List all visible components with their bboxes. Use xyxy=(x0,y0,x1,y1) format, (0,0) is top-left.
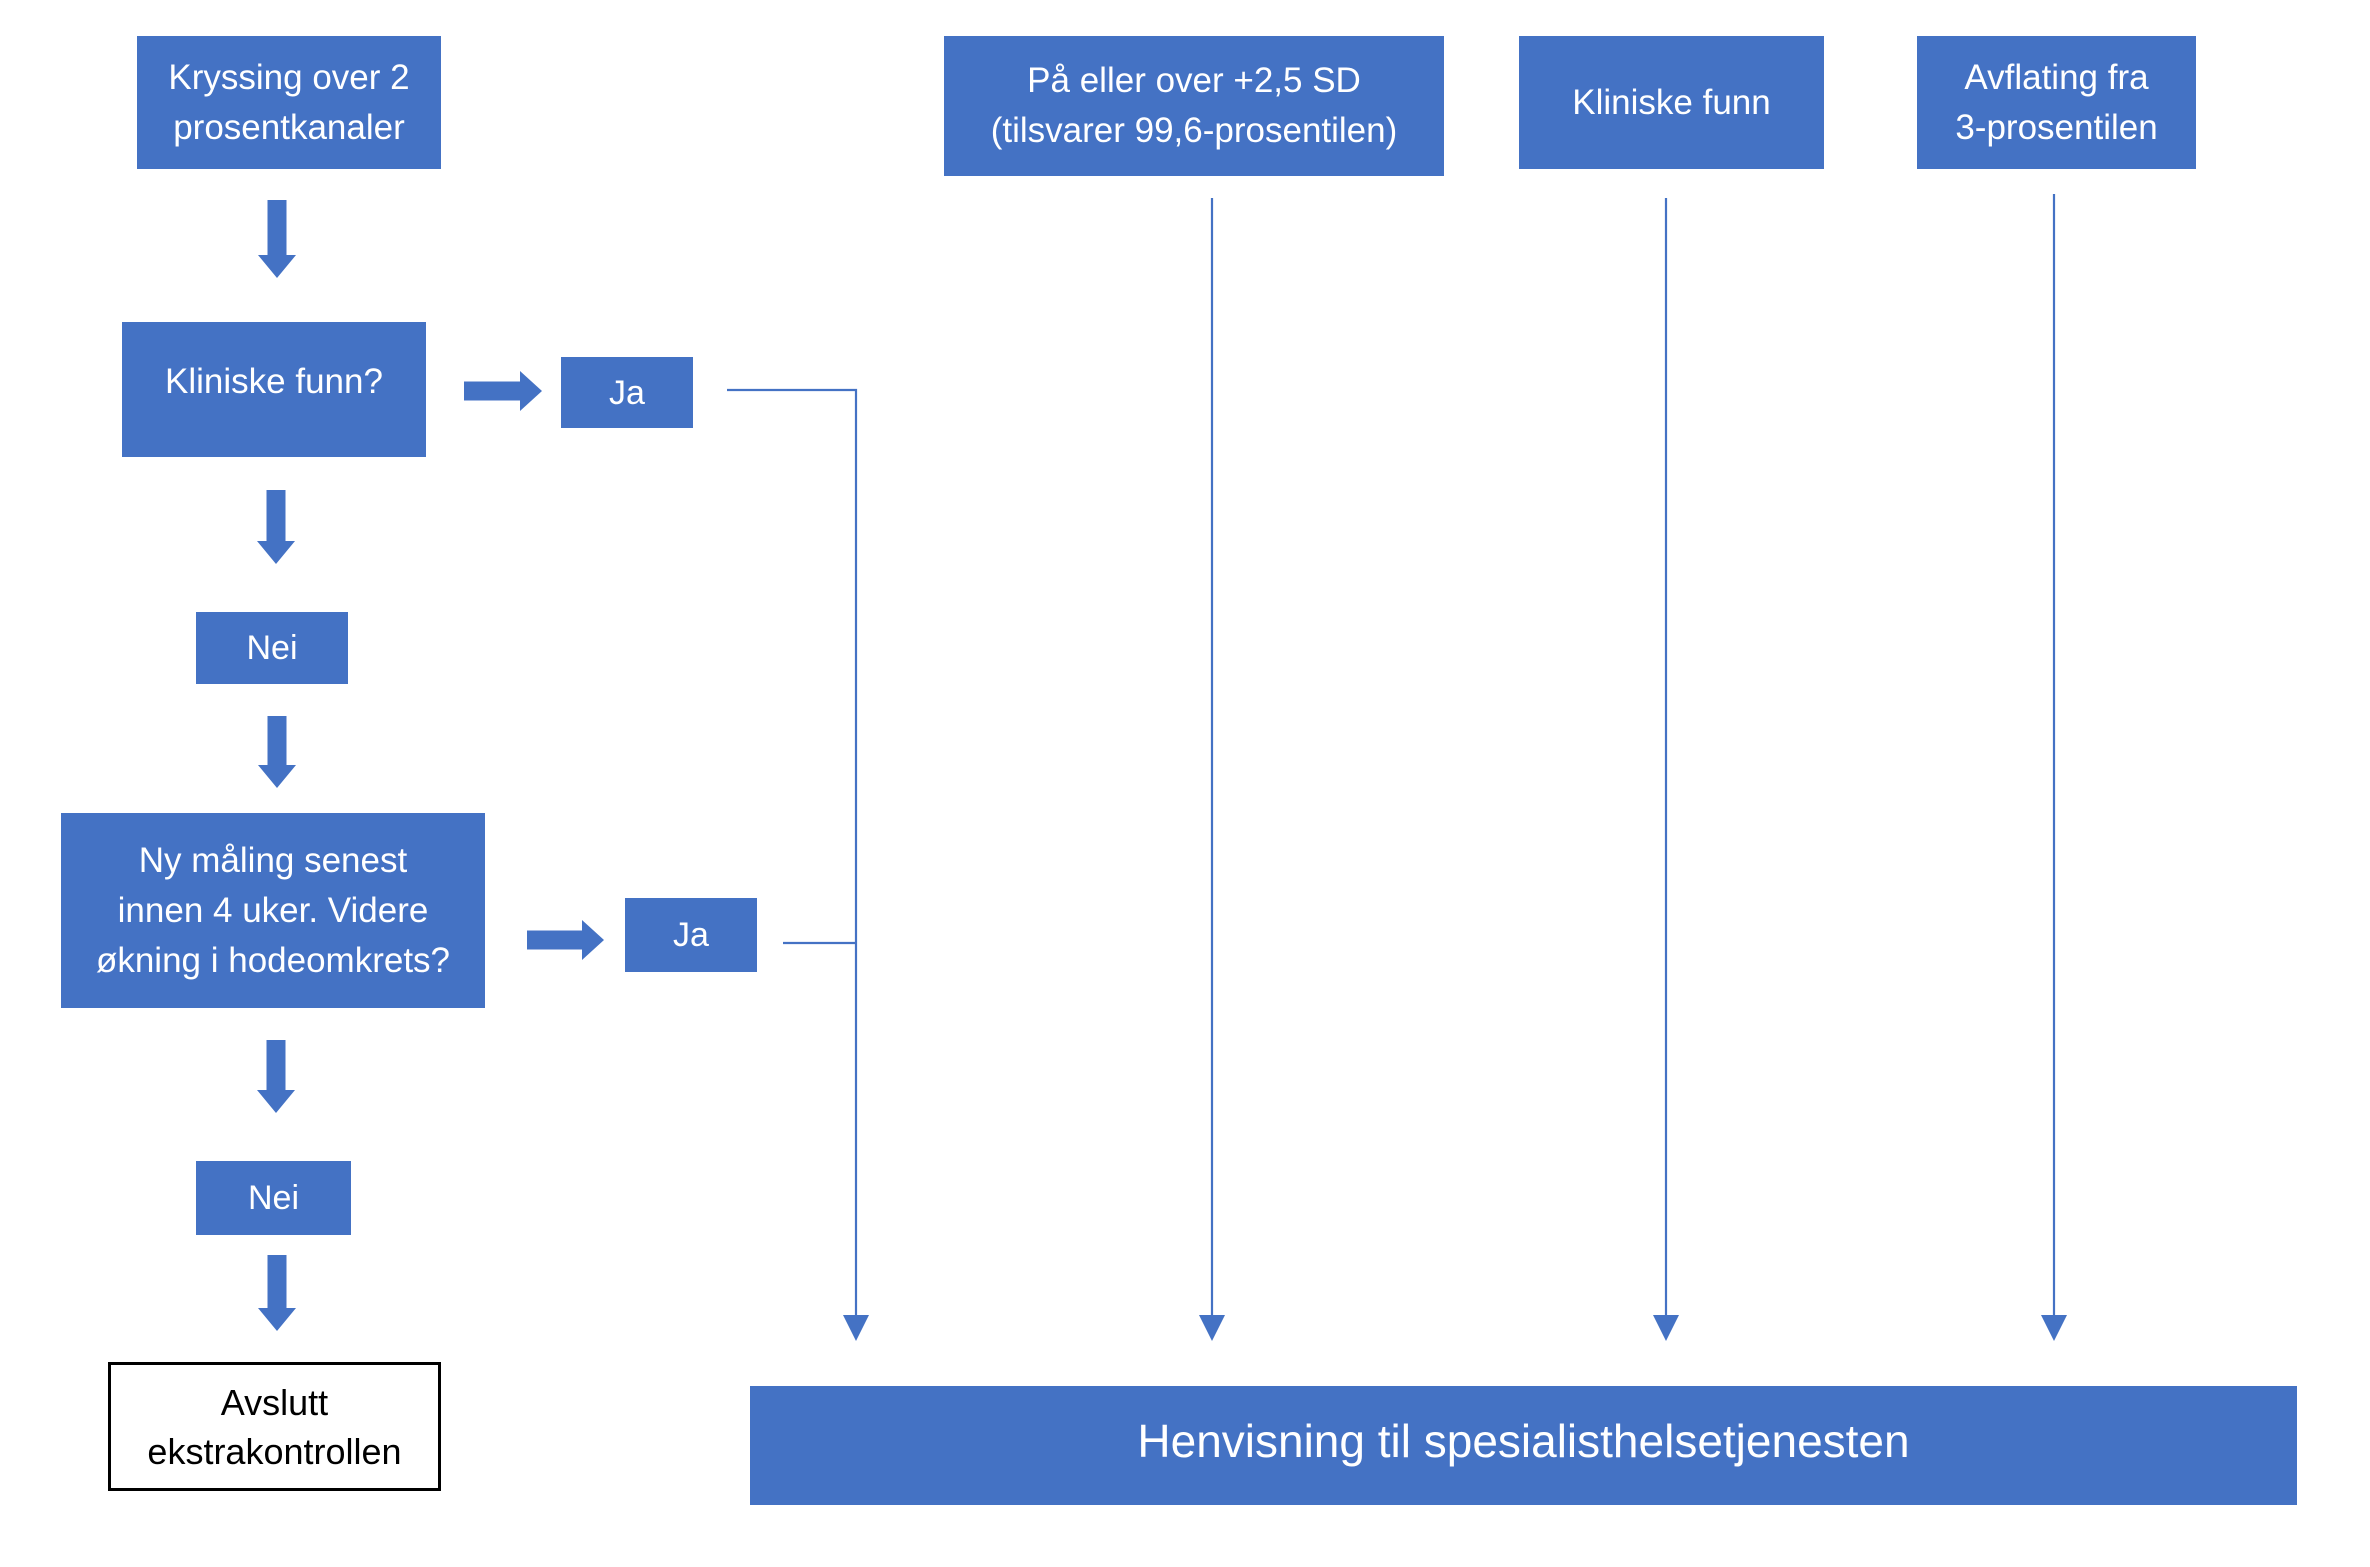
arrowhead-down-icon xyxy=(1199,1315,1225,1341)
arrow-down-icon xyxy=(258,200,296,278)
arrow-down-icon xyxy=(257,1040,295,1113)
arrow-down-icon xyxy=(258,716,296,788)
arrow-right-icon xyxy=(527,920,604,960)
arrow-right-icon xyxy=(464,371,542,411)
arrow-down-icon xyxy=(258,1255,296,1331)
node-criterion-avflating: Avflating fra 3-prosentilen xyxy=(1917,36,2196,169)
badge-nei-2: Nei xyxy=(196,1161,351,1235)
arrowhead-down-icon xyxy=(843,1315,869,1341)
node-criterion-kliniske-funn: Kliniske funn xyxy=(1519,36,1824,169)
badge-nei-1: Nei xyxy=(196,612,348,684)
node-kliniske-funn-question: Kliniske funn? xyxy=(122,322,426,457)
node-ny-maling-question: Ny måling senest innen 4 uker. Videre øk… xyxy=(61,813,485,1008)
node-henvisning-outcome: Henvisning til spesialisthelsetjenesten xyxy=(750,1386,2297,1505)
node-kryssing-prosentkanaler: Kryssing over 2 prosentkanaler xyxy=(137,36,441,169)
arrow-down-icon xyxy=(257,490,295,564)
arrowhead-down-icon xyxy=(1653,1315,1679,1341)
connector-yes1-elbow xyxy=(727,388,858,1316)
node-criterion-sd: På eller over +2,5 SD (tilsvarer 99,6-pr… xyxy=(944,36,1444,176)
arrowhead-down-icon xyxy=(2041,1315,2067,1341)
badge-ja-2: Ja xyxy=(625,898,757,972)
node-avslutt-ekstrakontrollen: Avslutt ekstrakontrollen xyxy=(108,1362,441,1491)
badge-ja-1: Ja xyxy=(561,357,693,428)
